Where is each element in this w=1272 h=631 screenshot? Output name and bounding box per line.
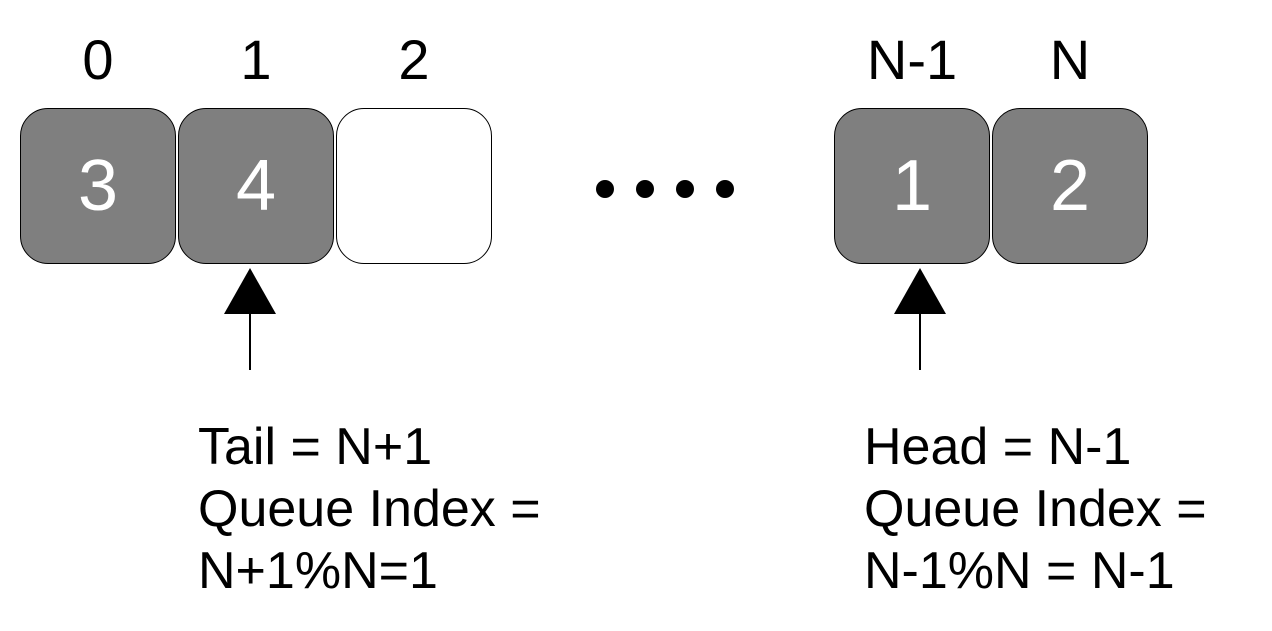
tail-note: Tail = N+1 Queue Index = N+1%N=1	[198, 416, 541, 602]
queue-cell-2	[336, 108, 492, 264]
tail-note-line3: N+1%N=1	[198, 542, 438, 600]
ellipsis-dot	[676, 180, 694, 198]
index-label-n: N	[1049, 28, 1091, 91]
index-label-2: 2	[398, 28, 430, 91]
ellipsis-dot	[596, 180, 614, 198]
queue-cell-0: 3	[20, 108, 176, 264]
tail-pointer-arrow	[224, 268, 280, 372]
queue-cell-1: 4	[178, 108, 334, 264]
head-pointer-arrow	[894, 268, 950, 372]
queue-cell-n: 2	[992, 108, 1148, 264]
head-note: Head = N-1 Queue Index = N-1%N = N-1	[864, 416, 1207, 602]
head-arrowhead	[894, 268, 946, 314]
index-label-1: 1	[240, 28, 272, 91]
ellipsis	[590, 180, 750, 204]
head-arrow-shaft	[919, 314, 921, 370]
ellipsis-dot	[636, 180, 654, 198]
tail-arrow-shaft	[249, 314, 251, 370]
index-label-n-minus-1: N-1	[866, 28, 958, 91]
head-note-line1: Head = N-1	[864, 418, 1132, 476]
tail-note-line2: Queue Index =	[198, 480, 541, 538]
ellipsis-dot	[716, 180, 734, 198]
index-label-0: 0	[82, 28, 114, 91]
tail-arrowhead	[224, 268, 276, 314]
head-note-line2: Queue Index =	[864, 480, 1207, 538]
tail-note-line1: Tail = N+1	[198, 418, 433, 476]
queue-cell-n-minus-1: 1	[834, 108, 990, 264]
head-note-line3: N-1%N = N-1	[864, 542, 1175, 600]
